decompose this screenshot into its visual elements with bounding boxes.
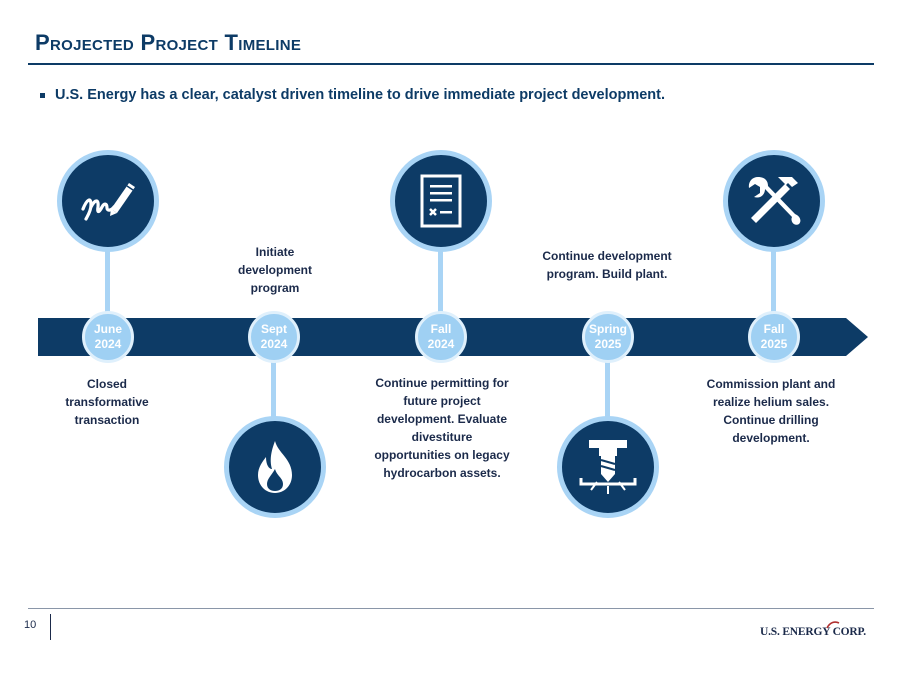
date-line1: June — [93, 322, 122, 336]
bullet-square-icon — [40, 92, 45, 98]
drill-bit-icon — [579, 440, 637, 494]
milestone-icon-fall-2025 — [723, 150, 825, 252]
footer-separator — [50, 614, 51, 640]
page-number: 10 — [24, 619, 37, 631]
milestone-icon-fall-2024 — [390, 150, 492, 252]
milestone-icon-spring-2025 — [557, 416, 659, 518]
stem-spring-2025 — [605, 350, 610, 420]
date-line1: Spring — [589, 322, 627, 336]
date-line2: 2024 — [94, 337, 122, 351]
logo-swoosh-icon — [826, 621, 840, 629]
milestone-icon-sept-2024 — [224, 416, 326, 518]
flame-icon — [258, 441, 292, 493]
date-line2: 2025 — [760, 337, 788, 351]
date-line1: Fall — [430, 322, 452, 336]
note-sept-2024: Initiate development program — [237, 245, 312, 295]
page-title: Projected Project Timeline — [35, 30, 302, 55]
signature-pen-icon — [81, 183, 135, 221]
tools-icon — [748, 177, 801, 225]
milestone-icon-june-2024 — [57, 150, 159, 252]
note-fall-2024: Continue permitting for future project d… — [374, 376, 510, 480]
company-logo: U.S. ENERGY CORP. — [760, 621, 872, 646]
footer-divider — [28, 608, 874, 609]
permit-document-icon — [420, 174, 462, 228]
logo-text: U.S. ENERGY CORP. — [760, 626, 866, 638]
date-line1: Sept — [260, 322, 287, 336]
stem-june-2024 — [105, 238, 110, 326]
summary-text: U.S. Energy has a clear, catalyst driven… — [55, 87, 666, 103]
note-june-2024: Closed transformative transaction — [65, 377, 149, 427]
stem-fall-2024 — [438, 238, 443, 326]
title-divider — [28, 63, 874, 65]
stem-fall-2025 — [771, 238, 776, 326]
note-spring-2025: Continue development program. Build plan… — [542, 249, 672, 281]
note-fall-2025: Commission plant and realize helium sale… — [706, 377, 836, 445]
stem-sept-2024 — [271, 350, 276, 420]
date-line2: 2024 — [427, 337, 455, 351]
date-line1: Fall — [763, 322, 785, 336]
summary-bullet: U.S. Energy has a clear, catalyst driven… — [40, 87, 665, 103]
date-line2: 2024 — [260, 337, 288, 351]
date-line2: 2025 — [594, 337, 622, 351]
